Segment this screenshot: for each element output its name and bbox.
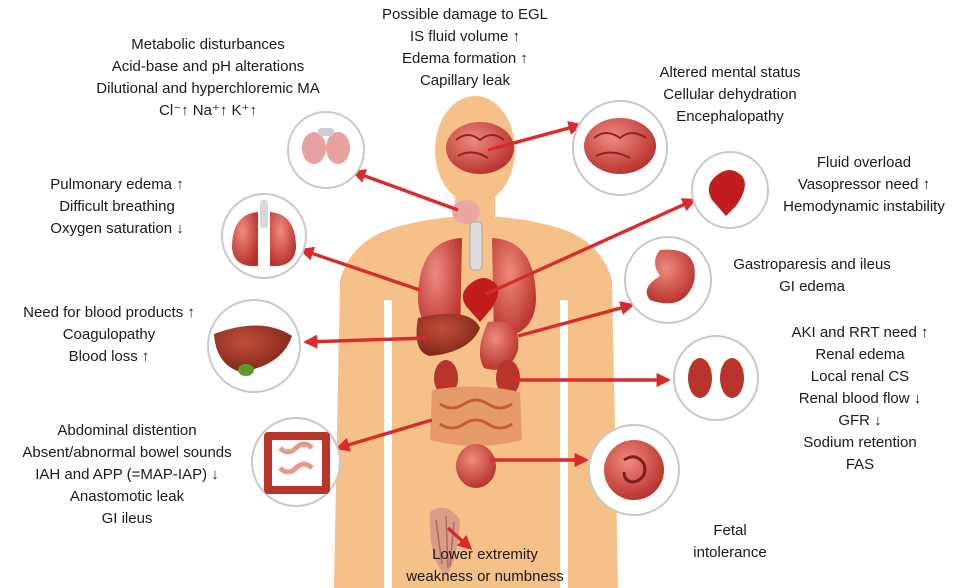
stomach-effects: Gastroparesis and ileus GI edema (722, 254, 902, 298)
fetus-circle (589, 425, 679, 515)
kidney-line-2: Renal edema (760, 344, 960, 366)
body-thyroid-icon (452, 200, 480, 224)
stomach-circle (625, 237, 711, 323)
intestine-line-5: GI ileus (2, 508, 252, 530)
kidney-line-1: AKI and RRT need ↑ (760, 322, 960, 344)
kidney-line-7: FAS (760, 454, 960, 476)
intestines-circle (252, 418, 340, 506)
kidney-line-3: Local renal CS (760, 366, 960, 388)
heart-line-1: Fluid overload (766, 152, 962, 174)
kidney-effects: AKI and RRT need ↑ Renal edema Local ren… (760, 322, 960, 476)
glycocalyx-line-2: IS fluid volume ↑ (350, 26, 580, 48)
metabolic-line-3: Dilutional and hyperchloremic MA (68, 78, 348, 100)
brain-line-1: Altered mental status (630, 62, 830, 84)
lungs-line-3: Oxygen saturation ↓ (22, 218, 212, 240)
heart-effects: Fluid overload Vasopressor need ↑ Hemody… (766, 152, 962, 218)
metabolic-line-2: Acid-base and pH alterations (68, 56, 348, 78)
metabolic-line-4: Cl⁻↑ Na⁺↑ K⁺↑ (68, 100, 348, 122)
thyroid-icon (302, 132, 326, 164)
heart-line-2: Vasopressor need ↑ (766, 174, 962, 196)
body-trachea-icon (470, 222, 482, 270)
heart-line-3: Hemodynamic instability (766, 196, 962, 218)
glycocalyx-effects: Possible damage to EGL IS fluid volume ↑… (350, 4, 580, 92)
muscle-effects: Lower extremity weakness or numbness (380, 544, 590, 588)
kidney-line-5: GFR ↓ (760, 410, 960, 432)
fetus-effects: Fetal intolerance (680, 520, 780, 564)
brain-line-2: Cellular dehydration (630, 84, 830, 106)
stomach-line-2: GI edema (722, 276, 902, 298)
brain-effects: Altered mental status Cellular dehydrati… (630, 62, 830, 128)
liver-circle (208, 300, 300, 392)
metabolic-line-1: Metabolic disturbances (68, 34, 348, 56)
intestine-line-3: IAH and APP (=MAP-IAP) ↓ (2, 464, 252, 486)
body-intestines-icon (430, 386, 522, 446)
stomach-line-1: Gastroparesis and ileus (722, 254, 902, 276)
fetus-line-1: Fetal (680, 520, 780, 542)
liver-effects: Need for blood products ↑ Coagulopathy B… (4, 302, 214, 368)
muscle-line-1: Lower extremity (380, 544, 590, 566)
liver-line-2: Coagulopathy (4, 324, 214, 346)
liver-line-3: Blood loss ↑ (4, 346, 214, 368)
glycocalyx-line-4: Capillary leak (350, 70, 580, 92)
fetus-icon (604, 440, 664, 500)
body-brain-icon (446, 122, 514, 174)
glycocalyx-line-1: Possible damage to EGL (350, 4, 580, 26)
kidney-line-4: Renal blood flow ↓ (760, 388, 960, 410)
intestine-line-4: Anastomotic leak (2, 486, 252, 508)
thyroid-circle (288, 112, 364, 188)
intestine-line-1: Abdominal distention (2, 420, 252, 442)
intestine-line-2: Absent/abnormal bowel sounds (2, 442, 252, 464)
kidneys-icon (688, 358, 712, 398)
body-uterus-icon (456, 444, 496, 488)
lungs-circle (222, 194, 306, 278)
heart-circle (692, 152, 768, 228)
lungs-effects: Pulmonary edema ↑ Difficult breathing Ox… (22, 174, 212, 240)
kidneys-circle (674, 336, 758, 420)
glycocalyx-line-3: Edema formation ↑ (350, 48, 580, 70)
intestine-effects: Abdominal distention Absent/abnormal bow… (2, 420, 252, 530)
kidney-line-6: Sodium retention (760, 432, 960, 454)
muscle-line-2: weakness or numbness (380, 566, 590, 588)
liver-line-1: Need for blood products ↑ (4, 302, 214, 324)
metabolic-effects: Metabolic disturbances Acid-base and pH … (68, 34, 348, 122)
fetus-line-2: intolerance (680, 542, 780, 564)
lungs-line-1: Pulmonary edema ↑ (22, 174, 212, 196)
lungs-line-2: Difficult breathing (22, 196, 212, 218)
brain-line-3: Encephalopathy (630, 106, 830, 128)
